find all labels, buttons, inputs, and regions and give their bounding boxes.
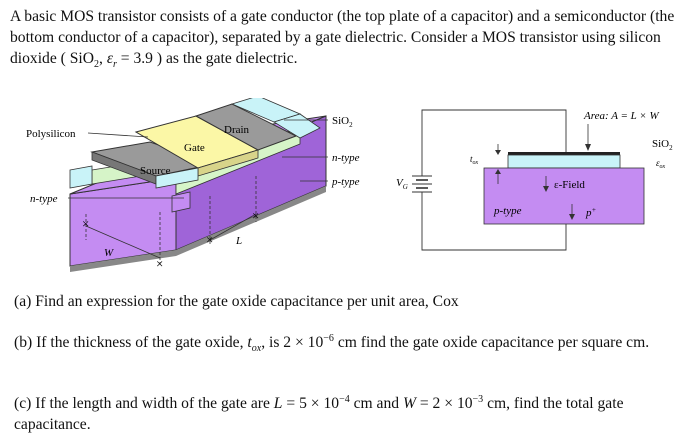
label-p-plus: p+ — [585, 206, 597, 219]
label-sio2-left: SiO2 — [332, 115, 353, 129]
circuit-wire-top — [421, 109, 567, 176]
svg-text:×: × — [252, 208, 259, 223]
polysilicon-leader — [87, 132, 149, 138]
gate-electrode — [508, 152, 620, 155]
label-polysilicon: Polysilicon — [26, 128, 76, 140]
label-p-type-right: p-type — [493, 205, 522, 217]
label-area: Area: A = L × W — [583, 110, 659, 122]
oxide-strip-front — [69, 165, 93, 189]
mos-3d-structure: × × × × Polysilicon n-type Gate Drain So… — [26, 98, 360, 272]
label-length: L — [235, 235, 242, 247]
question-a: (a) Find an expression for the gate oxid… — [14, 293, 459, 310]
problem-intro: A basic MOS transistor consists of a gat… — [10, 8, 675, 71]
label-sio2-right: SiO2 — [652, 138, 673, 152]
battery-symbol — [412, 175, 432, 193]
n-type-front-pocket — [171, 191, 191, 213]
label-eps-ox: εox — [656, 158, 666, 170]
label-tox: tox — [470, 154, 479, 166]
label-n-type-left: n-type — [30, 193, 58, 205]
svg-text:×: × — [82, 216, 89, 231]
gate-oxide-edge — [155, 167, 199, 189]
mos-diagrams: × × × × Polysilicon n-type Gate Drain So… — [26, 98, 673, 272]
question-b: (b) If the thickness of the gate oxide, … — [14, 332, 650, 355]
label-source: Source — [140, 165, 171, 177]
mos-capacitor-diagram: VG tox Area: A = L × W SiO2 εox ε-Field … — [396, 109, 673, 251]
svg-text:×: × — [206, 232, 213, 247]
circuit-wire-bottom — [421, 192, 567, 251]
label-gate: Gate — [184, 142, 205, 154]
label-n-type: n-type — [332, 152, 360, 164]
p-type-substrate — [483, 167, 645, 225]
substrate-shadow — [70, 186, 326, 272]
label-drain: Drain — [224, 124, 250, 136]
label-p-type-left: p-type — [331, 176, 360, 188]
question-c: (c) If the length and width of the gate … — [14, 393, 624, 433]
drain-contact — [194, 103, 298, 151]
label-vg: VG — [396, 177, 408, 191]
oxide-layer — [507, 154, 621, 169]
label-width: W — [104, 247, 114, 259]
label-e-field: ε-Field — [554, 179, 585, 191]
svg-text:×: × — [156, 256, 163, 271]
